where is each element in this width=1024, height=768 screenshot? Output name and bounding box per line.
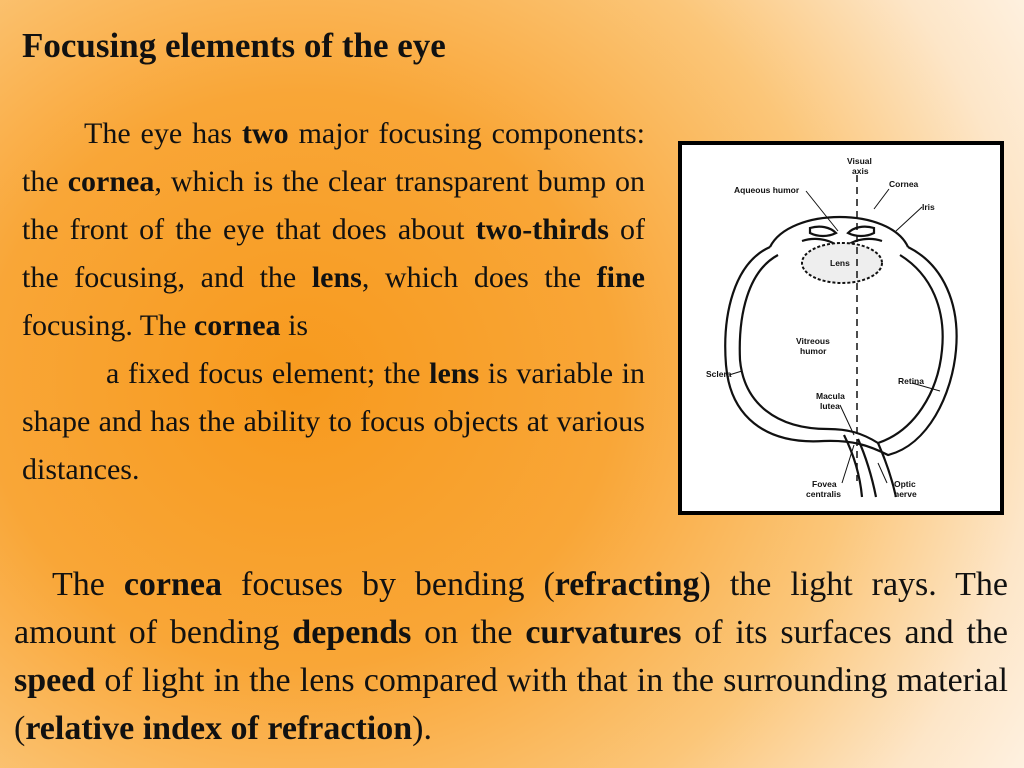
text-run: of light in the lens compared with that … [14,662,1008,747]
text-run: , which is the clear transparent bump on… [22,165,645,246]
iris-left [808,225,838,238]
text-run: focuses by bending ( [222,566,555,603]
text-run: major focusing components: the [22,117,645,198]
eye-diagram: Visual axis Cornea Aqueous humor Iris Le… [678,141,1004,515]
bold-cornea: cornea [67,165,155,198]
text-run: is [280,309,309,342]
bold-cornea: cornea [193,309,281,342]
text-run: ). [412,710,432,747]
text-run: of the focusing, and the [22,213,645,294]
label-visual-axis: Visual [847,156,872,166]
text-run: ) the light rays. The amount of bending [14,566,1009,651]
label-fovea-centralis: centralis [806,489,841,499]
label-optic-nerve: nerve [894,489,917,499]
paragraph-cornea-refraction: The cornea focuses by bending (refractin… [14,561,1008,753]
page-title: Focusing elements of the eye [22,26,446,65]
bold-two-thirds: two-thirds [475,213,609,246]
label-iris: Iris [922,202,935,212]
paragraph-focusing-components: The eye has two major focusing component… [22,110,645,494]
bold-relative-index: relative index of refraction [25,710,413,747]
text-run: , which does the [361,261,597,294]
text-run: focusing. The [22,309,194,342]
bold-two: two [242,117,289,150]
label-aqueous-humor: Aqueous humor [734,185,800,195]
text-run: on the [411,614,526,651]
text-run: The [52,566,124,603]
bold-speed: speed [14,662,96,699]
text-run: The eye has [84,117,242,150]
label-macula-lutea: lutea [820,401,840,411]
label-vitreous-humor: Vitreous [796,336,830,346]
bold-fine: fine [596,261,645,294]
lens-shape [801,242,883,284]
text-run: a fixed focus element; the [106,357,430,390]
sclera-outline [724,245,958,457]
bold-depends: depends [292,614,412,651]
retina-outline [738,254,944,445]
text-run: of its surfaces and the [681,614,1008,651]
label-vitreous-humor: humor [800,346,827,356]
eye-diagram-svg: Visual axis Cornea Aqueous humor Iris Le… [706,156,958,499]
label-visual-axis: axis [852,166,869,176]
bold-lens: lens [311,261,362,294]
label-retina: Retina [898,376,924,386]
label-lens: Lens [830,258,850,268]
label-cornea: Cornea [889,179,919,189]
bold-cornea: cornea [123,566,223,603]
bold-curvatures: curvatures [525,614,682,651]
iris-right [846,225,876,238]
cornea-outline [769,215,910,248]
bold-refracting: refracting [554,566,700,603]
label-sclera: Sclera [706,369,732,379]
bold-lens: lens [429,357,480,390]
text-run: is variable in shape and has the ability… [22,357,646,486]
label-fovea-centralis: Fovea [812,479,837,489]
label-macula-lutea: Macula [816,391,845,401]
optic-nerve [843,434,864,498]
label-optic-nerve: Optic [894,479,916,489]
